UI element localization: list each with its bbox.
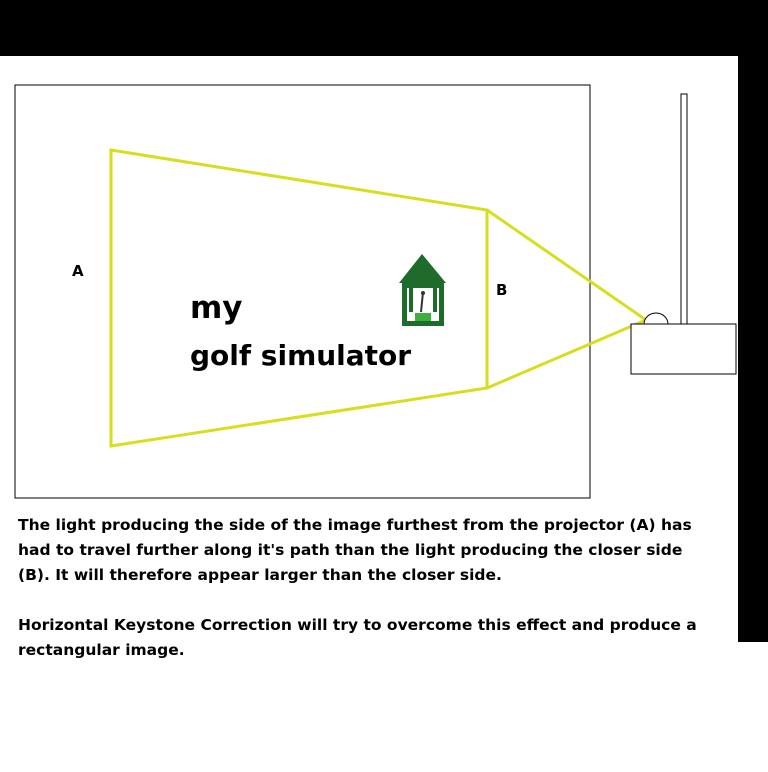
title-line-1: my (190, 290, 243, 326)
caption-paragraph-1: The light producing the side of the imag… (18, 516, 692, 584)
top-black-bar (0, 0, 768, 56)
right-black-bar (738, 56, 768, 642)
caption: The light producing the side of the imag… (18, 513, 718, 663)
label-a: A (72, 262, 84, 280)
beam-line-top (486, 208, 647, 322)
label-b: B (496, 281, 507, 299)
beam-line-bottom (486, 318, 647, 390)
projector-icon (630, 312, 737, 375)
screen-frame (14, 84, 591, 499)
house-logo-icon (399, 254, 446, 326)
title-line-2: golf simulator (190, 339, 411, 372)
caption-paragraph-2: Horizontal Keystone Correction will try … (18, 616, 697, 659)
stand-pole-icon (680, 93, 688, 327)
